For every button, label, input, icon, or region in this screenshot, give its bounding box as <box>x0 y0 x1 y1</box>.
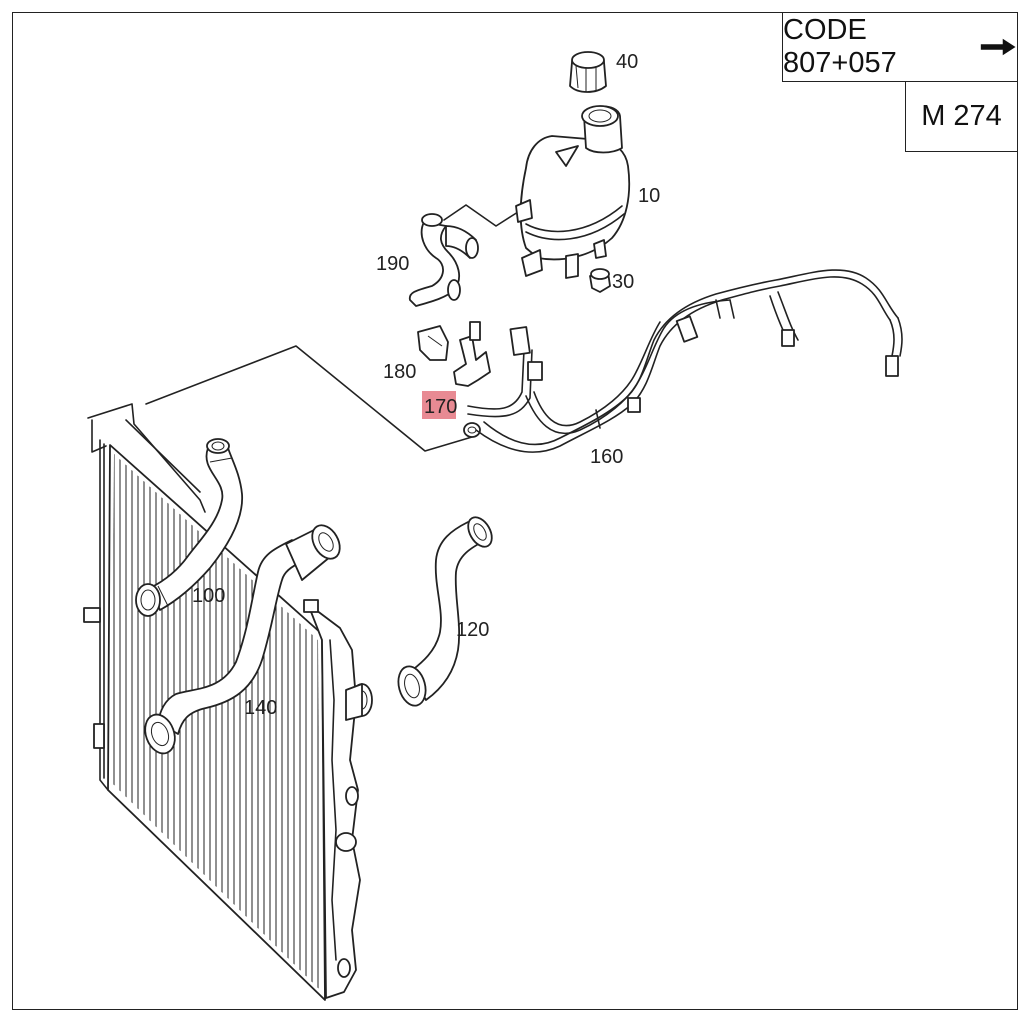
plug-30 <box>589 268 611 293</box>
label-100: 100 <box>192 585 225 607</box>
leader-line-radiator <box>145 345 473 452</box>
label-120: 120 <box>456 619 489 641</box>
code-label: CODE 807+057 <box>783 14 897 79</box>
code-box: CODE 807+057 <box>782 12 1018 82</box>
cap-40 <box>569 51 607 93</box>
hose-140 <box>144 524 341 755</box>
hose-120 <box>397 516 493 707</box>
label-170: 170 <box>424 396 457 418</box>
label-10: 10 <box>638 185 660 207</box>
hose-100 <box>135 438 243 617</box>
clip-180 <box>417 325 449 361</box>
model-label: M 274 <box>921 100 1002 132</box>
hose-160 <box>467 269 903 453</box>
expansion-tank <box>515 105 631 279</box>
label-140: 140 <box>244 697 277 719</box>
label-30: 30 <box>612 271 634 293</box>
highlight-170 <box>422 391 456 419</box>
hose-190 <box>408 213 479 307</box>
model-box: M 274 <box>905 81 1018 152</box>
right-arrow-icon <box>980 38 1016 56</box>
label-190: 190 <box>376 253 409 275</box>
connector-170 <box>453 321 491 438</box>
label-40: 40 <box>616 51 638 73</box>
label-160: 160 <box>590 446 623 468</box>
leader-line-190 <box>443 204 519 227</box>
label-180: 180 <box>383 361 416 383</box>
